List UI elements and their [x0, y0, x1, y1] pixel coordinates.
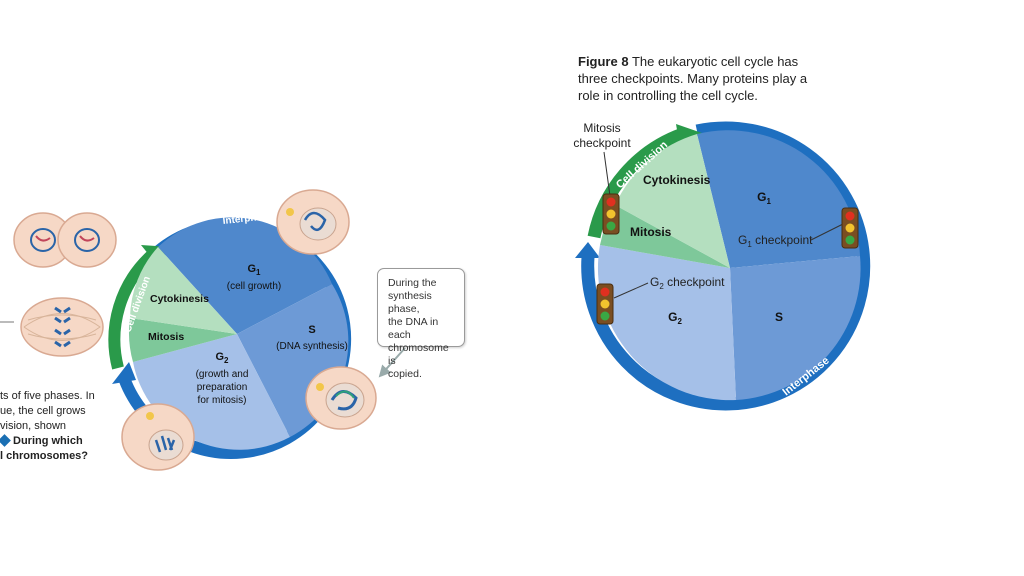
left-g2-desc-1: (growth and [196, 369, 249, 380]
g2-checkpoint-label: G2 checkpoint [650, 275, 725, 291]
text-fragment-question: During which [0, 433, 83, 447]
mitosis-checkpoint-label-2: checkpoint [573, 136, 631, 150]
left-division-band [108, 250, 157, 370]
right-g1-label: G1 [757, 190, 771, 206]
right-cell-cycle: Cell division Interphase Cytokinesis Mit… [573, 121, 871, 411]
left-g2-desc-3: for mitosis) [198, 395, 247, 406]
g1-checkpoint-leader [810, 223, 844, 241]
right-sector-cytokinesis [615, 134, 730, 268]
synthesis-callout: During the synthesis phase, the DNA in e… [377, 268, 465, 380]
figure-caption-text: The eukaryotic cell cycle has three chec… [578, 54, 808, 103]
cell-illustration-g1 [276, 189, 350, 255]
callout-line: synthesis phase, [388, 290, 432, 315]
g2-checkpoint-leader [613, 282, 649, 299]
text-fragment: ue, the cell grows [0, 405, 86, 417]
left-interphase-label: Interphase [222, 211, 274, 227]
right-sector-mitosis [600, 205, 730, 268]
left-interphase-arrowhead [112, 362, 136, 384]
callout-line: During the [388, 277, 437, 289]
callout-line: chromosome is [388, 342, 449, 367]
right-sector-s [730, 256, 861, 400]
right-sector-g1 [697, 130, 860, 268]
right-interphase-ring [581, 121, 871, 411]
left-s-label: S [308, 324, 315, 336]
left-sector-mitosis [128, 318, 237, 362]
right-g2-label: G2 [668, 310, 682, 326]
cell-illustration-s [305, 366, 377, 430]
figure-label: Figure 8 [578, 54, 629, 69]
right-division-band [587, 127, 686, 239]
right-cytokinesis-label: Cytokinesis [643, 173, 711, 187]
left-cell-cycle: Interphase Cell division G1 (cell growth… [0, 189, 406, 471]
cell-illustration-dividing [13, 212, 117, 268]
mitosis-checkpoint-label-1: Mitosis [583, 121, 620, 135]
cell-illustration-metaphase [20, 297, 104, 357]
traffic-light-icon [596, 283, 614, 325]
right-s-label: S [775, 310, 783, 324]
question-diamond-icon [0, 433, 11, 447]
left-sector-cytokinesis [130, 247, 237, 334]
text-fragment: vision, shown [0, 420, 67, 432]
traffic-light-icon [602, 193, 620, 235]
left-s-desc: (DNA synthesis) [276, 341, 348, 352]
callout-line: the DNA in each [388, 316, 439, 341]
traffic-light-icon [841, 207, 859, 249]
left-g2-label: G2 [215, 351, 229, 365]
left-g1-desc: (cell growth) [227, 281, 281, 292]
figure-caption: Figure 8 The eukaryotic cell cycle has t… [578, 53, 818, 104]
text-fragment: ts of five phases. In [0, 390, 95, 402]
g1-checkpoint-label: G1 checkpoint [738, 233, 813, 249]
left-sector-g1 [158, 217, 332, 334]
text-fragment: l chromosomes? [0, 450, 89, 462]
left-g1-label: G1 [247, 263, 261, 277]
left-cytokinesis-label: Cytokinesis [150, 293, 209, 305]
right-mitosis-label: Mitosis [630, 225, 672, 239]
callout-line: copied. [388, 368, 422, 380]
right-sector-g2 [597, 245, 736, 401]
right-interphase-arrowhead [575, 242, 600, 258]
left-g2-desc-2: preparation [197, 382, 248, 393]
left-mitosis-label: Mitosis [148, 331, 184, 343]
mitosis-checkpoint-leader [603, 151, 611, 197]
callout-arrow-icon [378, 347, 406, 378]
cell-illustration-prophase [121, 403, 195, 471]
